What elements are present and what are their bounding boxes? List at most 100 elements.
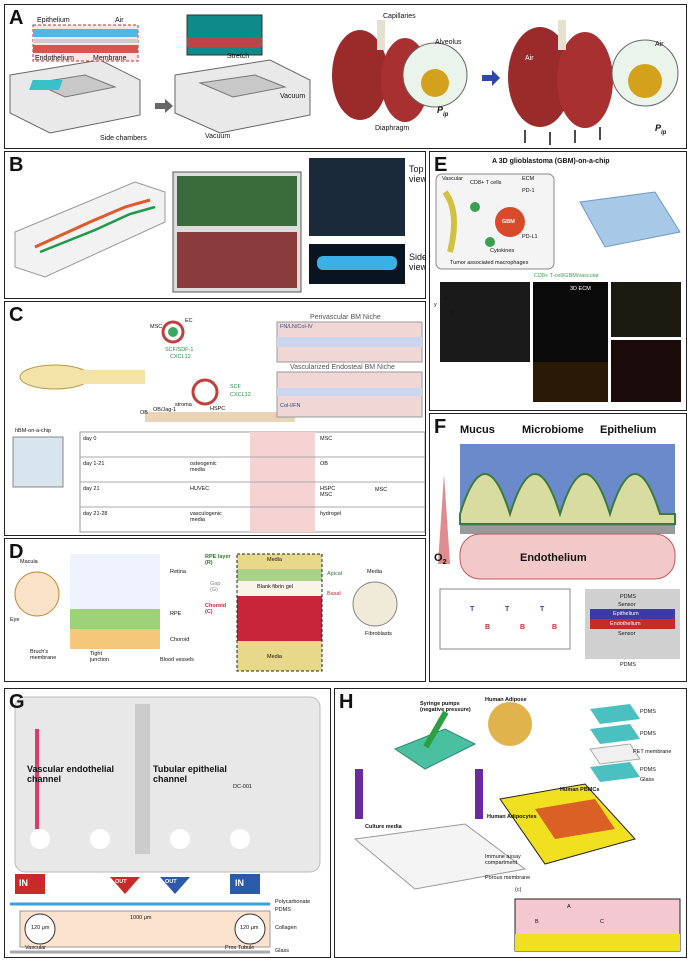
porous-label: Porous membrane xyxy=(485,875,531,881)
sensor-top-label: Sensor xyxy=(618,602,636,608)
out-left-label: OUT xyxy=(115,879,127,885)
vascular-channel-label: Vascular endothelial channel xyxy=(27,764,115,784)
ecm3d-label: 3D ECM xyxy=(570,286,591,292)
panel-c: C MSC EC SCF/SDF-1 CXCL12 OB/Jag-1 strom… xyxy=(4,301,426,536)
ob-label: OB xyxy=(140,410,148,416)
syringe-label: Syringe pumps (negative pressure) xyxy=(420,701,471,713)
endothelium-label: Endothelium xyxy=(35,55,74,62)
axis-y: y xyxy=(434,302,437,308)
fn-ln-label: FN/LN/Col-IV xyxy=(280,324,313,330)
retina-label: Retina xyxy=(170,569,186,575)
media-bottom-label: Media xyxy=(267,654,282,660)
air-zoom-label: Air xyxy=(655,41,664,48)
fibroblasts-label: Fibroblasts xyxy=(365,631,392,637)
panel-b: B Top view Side view xyxy=(4,151,426,299)
axis-x: x xyxy=(450,310,453,316)
vascular-g-label: Vascular xyxy=(25,945,46,951)
choroid-label: Choroid xyxy=(170,637,190,643)
ecm-label: ECM xyxy=(522,176,535,182)
in-left-label: IN xyxy=(19,878,28,888)
vascularized-label: Vascularized Endosteal BM Niche xyxy=(290,364,395,371)
panel-h: H Syringe pumps (negative pressure) Huma… xyxy=(334,688,687,958)
panel-c-label: C xyxy=(9,304,24,326)
panel-a: A Epithelium Air Endothelium Membrane St… xyxy=(4,4,687,149)
sensor-bottom-label: Sensor xyxy=(618,631,636,637)
blank-fibrin-label: Blank fibrin gel xyxy=(257,584,294,590)
um-right-label: 120 μm xyxy=(240,925,259,931)
c-sub-label: (c) xyxy=(515,887,522,893)
tb-letter: B xyxy=(520,624,526,631)
panel-e-label: E xyxy=(434,154,448,176)
pet-label: PET membrane xyxy=(633,749,672,755)
cxcl12-b-label: CXCL12 xyxy=(230,392,251,398)
epithelium-label: Epithelium xyxy=(37,17,70,24)
pd1-label: PD-1 xyxy=(522,188,535,194)
immune-label: Immune assay compartment xyxy=(485,854,521,866)
tb-letter: T xyxy=(540,606,545,613)
membrane-label: Membrane xyxy=(93,55,127,62)
air-lung-label: Air xyxy=(525,55,534,62)
c-row-right: OB xyxy=(320,461,328,467)
bruch-label: Bruch's membrane xyxy=(30,649,57,661)
scf-sdf-label: SCF/SDF-1 xyxy=(165,347,194,353)
panel-g-label: G xyxy=(9,691,25,713)
mucus-label: Mucus xyxy=(460,424,495,436)
pdms2-label: PDMS xyxy=(640,731,656,737)
media-top-label: Media xyxy=(267,557,282,563)
c-row-day: day 21-28 xyxy=(83,511,108,517)
capillaries-label: Capillaries xyxy=(383,13,416,20)
prox-label: Prox Tubule xyxy=(225,945,255,951)
gbm-label: GBM xyxy=(502,219,515,225)
culture-label: Culture media xyxy=(365,824,402,830)
panel-b-art xyxy=(14,158,405,293)
c-row-right: hydrogel xyxy=(320,511,342,517)
cytokines-label: Cytokines xyxy=(490,248,515,254)
circle-a: A xyxy=(567,904,571,910)
top-view-label: Top view xyxy=(409,164,426,184)
hspc-label: HSPC xyxy=(210,406,226,412)
diaphragm-label: Diaphragm xyxy=(375,125,410,132)
pdms-bottom-label: PDMS xyxy=(620,662,636,668)
tam-label: Tumor associated macrophages xyxy=(450,260,529,266)
legend-label: CD8+ T-cell/GBM/vascular xyxy=(534,273,599,279)
vacuum-label-1: Vacuum xyxy=(205,133,231,140)
o2-label: O2 xyxy=(434,552,447,567)
collagen-label: Collagen xyxy=(275,925,297,931)
alveolus-label: Alveolus xyxy=(435,39,462,46)
panel-d-label: D xyxy=(9,541,24,563)
choroid-c-label: Choroid (C) xyxy=(205,603,227,615)
air-label: Air xyxy=(115,17,124,24)
pip-label-2: Pip xyxy=(655,123,667,136)
panel-a-art xyxy=(9,14,679,145)
rpe-layer-label: RPE layer (R) xyxy=(205,554,231,566)
stroma-label: stroma xyxy=(175,402,192,408)
pdms3-label: PDMS xyxy=(640,767,656,773)
pdms-g-label: PDMS xyxy=(275,907,291,913)
blood-vessels-label: Blood vessels xyxy=(160,657,194,663)
epi-band-label: Epithelium xyxy=(613,611,639,617)
panel-a-label: A xyxy=(9,7,24,29)
in-right-label: IN xyxy=(235,878,244,888)
panel-h-label: H xyxy=(339,691,354,713)
circle-b: B xyxy=(535,919,539,925)
adipose-label: Human Adipose xyxy=(485,697,527,703)
hbm-label: hBM-on-a-chip xyxy=(15,428,52,434)
panel-e-art xyxy=(435,173,681,402)
vacuum-label-2: Vacuum xyxy=(280,93,306,100)
axis-z: z xyxy=(444,296,447,302)
apical-label: Apical xyxy=(327,571,342,577)
c-row-mid: HUVEC xyxy=(190,486,210,492)
side-view-label: Side view xyxy=(409,252,426,272)
endo-band-label: Endothelium xyxy=(610,621,641,627)
c-row-day: day 21 xyxy=(83,486,100,492)
side-chambers-label: Side chambers xyxy=(100,135,147,142)
pdms-top-label: PDMS xyxy=(620,594,636,600)
col-fn-label: Col-I/FN xyxy=(280,403,301,409)
panel-f-label: F xyxy=(434,416,447,438)
eye-label: Eye xyxy=(10,617,20,623)
pbmc-label: Human PBMCs xyxy=(560,787,600,793)
msc-right-label: MSC xyxy=(375,487,388,493)
out-right-label: OUT xyxy=(165,879,177,885)
glass-g-label: Glass xyxy=(275,948,290,954)
pip-label-1: Pip xyxy=(437,105,449,118)
